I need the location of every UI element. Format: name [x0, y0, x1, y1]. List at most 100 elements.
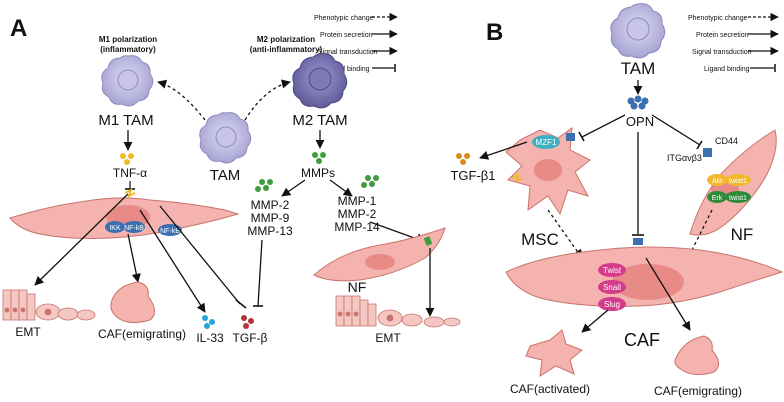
legend-a-ligand: Ligand binding [324, 66, 370, 73]
tf-badges: Twist Snail Slug [598, 263, 626, 311]
tgfb-label: TGF-β [233, 331, 268, 345]
msc-caf-arrow [547, 209, 583, 259]
m2-macrophage [292, 53, 348, 109]
m2-heading-1: M2 polarization [257, 35, 315, 44]
caf-emigrating-label-a: CAF(emigrating) [98, 327, 186, 341]
opn-msc-binding [581, 114, 626, 138]
mmps-dots [312, 152, 326, 164]
center-tam-macrophage [199, 112, 252, 164]
itg-label: ITGαvβ3 [667, 153, 702, 163]
mmp-left-3: MMP-13 [247, 224, 293, 238]
nfkb2-label: NF-kB [160, 228, 180, 235]
m1-heading-1: M1 polarization [99, 35, 157, 44]
slug-label: Slug [604, 300, 620, 309]
ikk-nfkb-complex: IKK NF-kB [105, 221, 145, 233]
m2-tam-label: M2 TAM [292, 112, 347, 129]
mmp-right-dots [361, 175, 379, 188]
ikk-label: IKK [109, 225, 121, 232]
caf-emigrating-cell-b [674, 335, 719, 376]
nf-label-b: NF [731, 225, 754, 244]
tgfb1-dots [456, 153, 470, 165]
caf-activated-arrow [581, 309, 609, 333]
tnf-dots [120, 153, 134, 165]
m2-heading-2: (anti-inflammatory) [250, 45, 323, 54]
caf-activated-cell [525, 329, 583, 377]
caf-emigrating-arrow-b [645, 257, 691, 331]
mzf1-badge: MZF1 [532, 135, 560, 149]
mmps-label: MMPs [301, 166, 335, 180]
emt-right-label: EMT [375, 331, 401, 345]
legend-b-protein: Protein secretion [696, 32, 749, 39]
panel-b-letter: B [486, 19, 503, 46]
legend-a-phenotypic: Phenotypic change [314, 15, 374, 22]
il33-label: IL-33 [196, 331, 224, 345]
msc-cell [505, 126, 591, 216]
m1-macrophage [101, 55, 154, 107]
m2-polarization-arrow [244, 79, 291, 121]
twist-label: Twist [603, 266, 622, 275]
msc-receptor-icon [566, 133, 575, 141]
msc-label: MSC [521, 230, 559, 249]
il33-dots [202, 315, 215, 329]
twist1a-label: twist1 [729, 178, 747, 185]
caf-label: CAF [624, 330, 660, 350]
mmp-tgfb-inhibit [257, 239, 263, 307]
tgfb-dots [241, 315, 254, 329]
mmp-nf-binding [369, 221, 421, 241]
mmp-left-1: MMP-2 [251, 198, 290, 212]
opn-dots [627, 95, 649, 110]
caf-emigrating-label-b: CAF(emigrating) [654, 384, 742, 398]
erk-twist1-badge: Erk twist1 [707, 191, 751, 203]
emt-left-label: EMT [15, 325, 41, 339]
tnf-label: TNF-α [113, 166, 147, 180]
m1-tam-label: M1 TAM [98, 112, 153, 129]
mmp-right-1: MMP-1 [338, 194, 377, 208]
legend-a-signal: Signal transduction [318, 49, 378, 56]
akt-label: Akt [712, 178, 722, 185]
snail-label: Snail [603, 283, 621, 292]
nf-receptor-icon [703, 148, 712, 157]
m1-heading-2: (inflammatory) [100, 45, 156, 54]
fibroblast-a [9, 197, 240, 239]
caf-receptor-icon [633, 238, 643, 245]
legend-b-phenotypic: Phenotypic change [688, 15, 748, 22]
mmps-right-arrow [329, 179, 353, 197]
msc-receptor2-icon [511, 173, 523, 183]
legend-b-ligand: Ligand binding [704, 66, 750, 73]
nfkb-free: NF-kB [158, 224, 182, 236]
tgfb1-label: TGF-β1 [450, 168, 495, 183]
legend-a: Phenotypic change Protein secretion Sign… [314, 12, 398, 73]
legend-b-signal: Signal transduction [692, 49, 752, 56]
opn-label: OPN [626, 114, 654, 129]
caf-emigrating-arrow [127, 233, 141, 283]
caf-cell-b [505, 246, 784, 307]
epithelium-a-right [335, 295, 461, 328]
m1-polarization-arrow [157, 79, 206, 121]
mmp-right-3: MMP-14 [334, 220, 380, 234]
center-tam-label: TAM [210, 167, 241, 184]
erk-label: Erk [712, 195, 723, 202]
tgfb-inhibit-left [159, 205, 241, 305]
legend-a-protein: Protein secretion [320, 32, 373, 39]
mzf1-label: MZF1 [536, 138, 557, 147]
cd44-label: CD44 [715, 136, 738, 146]
tnf-receptor-icon [124, 188, 136, 198]
emt-arrow [34, 193, 129, 286]
epithelium-a [2, 289, 96, 321]
opn-nf-binding [651, 114, 701, 146]
nf-cell-a [313, 227, 446, 282]
mmp-left-dots [255, 179, 273, 192]
mmp-left-2: MMP-9 [251, 211, 290, 225]
mmps-left-arrow [281, 179, 306, 197]
mmp-right-2: MMP-2 [338, 207, 377, 221]
tam-macrophage-b [610, 3, 666, 59]
tam-label-b: TAM [621, 59, 656, 78]
akt-twist1-badge: Akt twist1 [707, 174, 751, 186]
caf-activated-label: CAF(activated) [510, 382, 590, 396]
legend-b: Phenotypic change Protein secretion Sign… [688, 12, 779, 73]
twist1b-label: twist1 [729, 195, 747, 202]
nfkb-label: NF-kB [124, 225, 144, 232]
msc-tgfb1-arrow [479, 141, 528, 160]
panel-a-letter: A [10, 15, 27, 42]
